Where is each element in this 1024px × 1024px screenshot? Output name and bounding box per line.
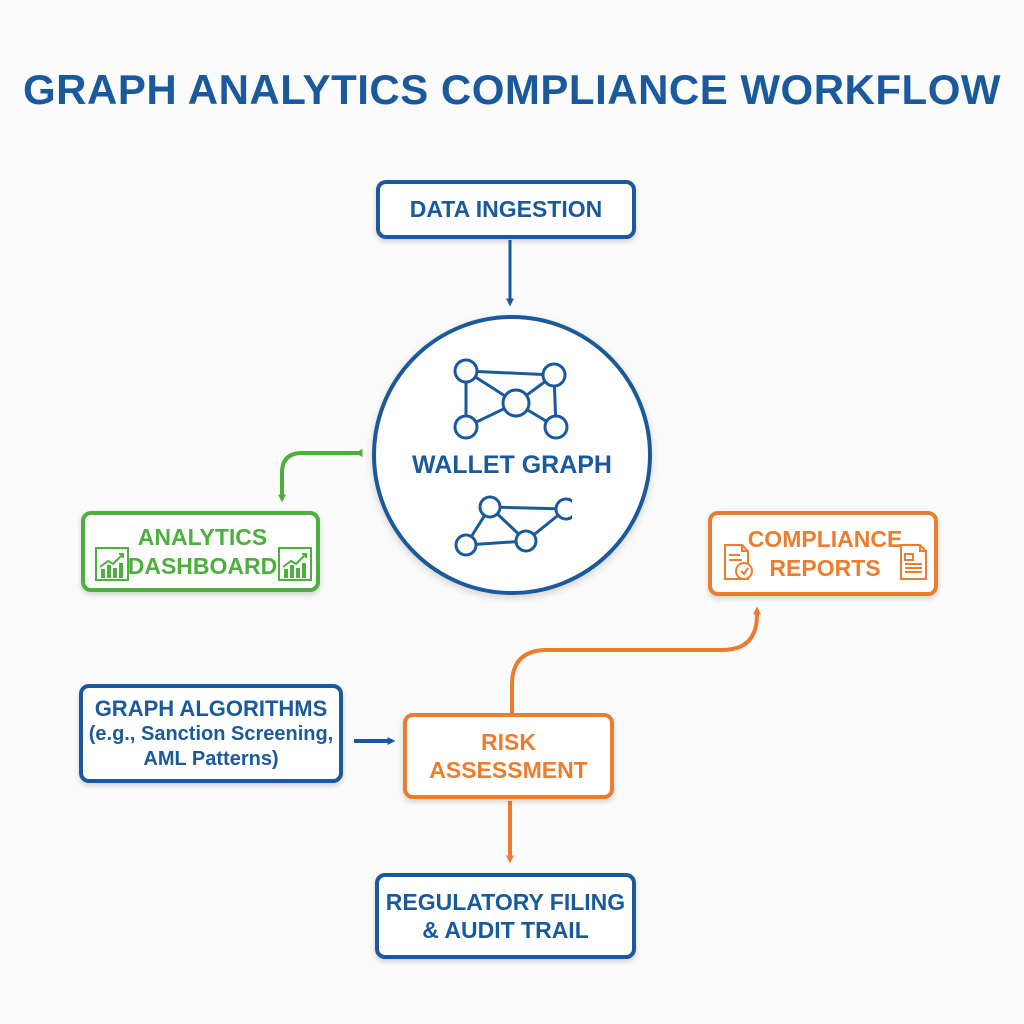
regulatory-filing-box[interactable]: REGULATORY FILING & AUDIT TRAIL (375, 873, 636, 959)
bar-chart-icon (95, 547, 129, 581)
analytics-dashboard-box[interactable]: ANALYTICS DASHBOARD (81, 511, 320, 592)
graph-algorithms-label-line3: AML Patterns) (143, 748, 279, 771)
graph-algorithms-label-line1: GRAPH ALGORITHMS (94, 695, 328, 721)
regulatory-filing-label-line2: & AUDIT TRAIL (422, 917, 589, 943)
document-report-icon (900, 544, 927, 580)
arrow-wallet-dashboard-bidirectional (278, 449, 363, 503)
data-ingestion-label: DATA INGESTION (409, 196, 603, 223)
arrow-risk-to-reports (510, 606, 761, 713)
risk-assessment-label-line2: ASSESSMENT (429, 757, 588, 783)
graph-algorithms-box[interactable]: GRAPH ALGORITHMS (e.g., Sanction Screeni… (79, 684, 343, 783)
risk-assessment-box[interactable]: RISK ASSESSMENT (403, 713, 614, 799)
document-report-icon (724, 544, 753, 580)
graph-algorithms-label-line2: (e.g., Sanction Screening, (88, 723, 334, 746)
analytics-dashboard-label-line2: DASHBOARD (127, 552, 278, 579)
wallet-graph-label: WALLET GRAPH (412, 451, 612, 479)
compliance-reports-box[interactable]: COMPLIANCE REPORTS (708, 511, 938, 596)
risk-assessment-label-line1: RISK (481, 728, 536, 755)
compliance-reports-label-line1: COMPLIANCE (747, 526, 903, 553)
network-graph-icon (453, 358, 569, 440)
bar-chart-icon (278, 547, 312, 581)
diagram-title: GRAPH ANALYTICS COMPLIANCE WORKFLOW (22, 66, 1002, 113)
compliance-reports-label-line2: REPORTS (769, 554, 881, 581)
analytics-dashboard-label-line1: ANALYTICS (137, 524, 268, 551)
regulatory-filing-label-line1: REGULATORY FILING (385, 888, 626, 915)
network-graph-icon (454, 495, 572, 557)
wallet-graph-node[interactable]: WALLET GRAPH (372, 315, 652, 595)
data-ingestion-box[interactable]: DATA INGESTION (376, 180, 636, 239)
